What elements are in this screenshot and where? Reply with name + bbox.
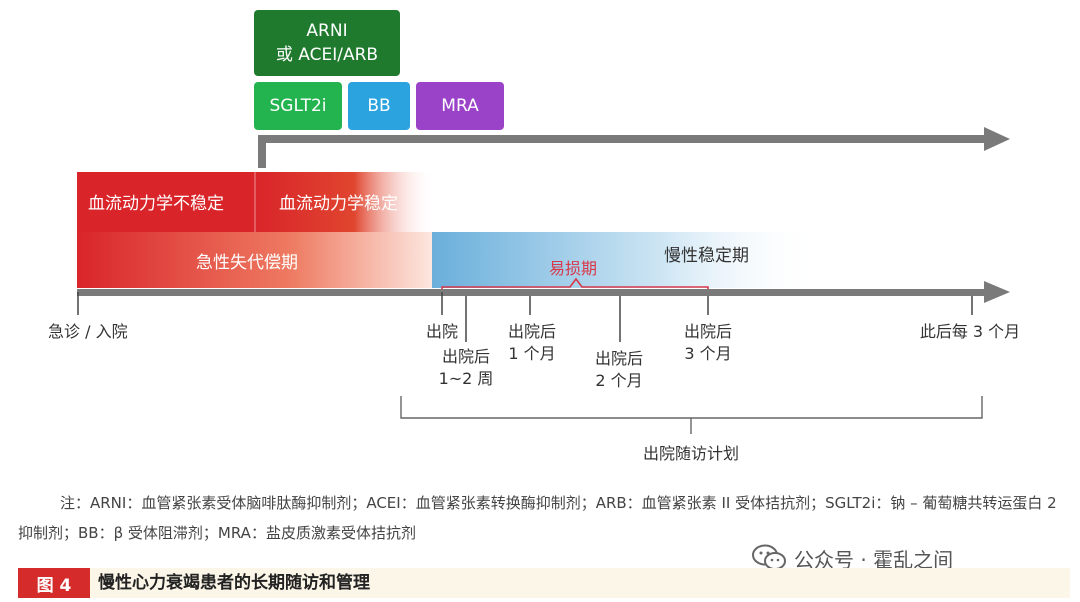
watermark-text: 公众号 · 霍乱之间 (794, 547, 954, 572)
mra-box: MRA (416, 82, 504, 130)
stable-label: 血流动力学稳定 (279, 194, 398, 214)
timeline-diagram (77, 127, 1010, 434)
watermark: 公众号 · 霍乱之间 (752, 540, 953, 576)
treatment-arrow (258, 127, 1010, 168)
bb-box: BB (348, 82, 410, 130)
unstable-label: 血流动力学不稳定 (88, 194, 224, 214)
label-discharge: 出院 (425, 322, 458, 341)
figure-title-bar: 图 4 慢性心力衰竭患者的长期随访和管理 (18, 568, 1070, 598)
sglt2i-box: SGLT2i (254, 82, 342, 130)
arni-box: ARNI 或 ACEI/ARB (254, 10, 400, 76)
label-m3: 出院后 3 个月 (683, 322, 732, 363)
chronic-label: 慢性稳定期 (664, 246, 749, 266)
label-every3: 此后每 3 个月 (919, 322, 1021, 341)
label-m1: 出院后 1 个月 (507, 322, 556, 363)
acute-label: 急性失代偿期 (196, 253, 298, 273)
label-er: 急诊 / 入院 (48, 322, 128, 341)
followup-plan-label: 出院随访计划 (642, 444, 739, 463)
followup-bracket (400, 396, 983, 434)
label-w12: 出院后 1~2 周 (438, 347, 494, 388)
footnote: 注：ARNI：血管紧张素受体脑啡肽酶抑制剂；ACEI：血管紧张素转换酶抑制剂；A… (18, 494, 1057, 542)
figure-tag: 图 4 (18, 568, 90, 598)
vulnerable-label: 易损期 (549, 259, 598, 278)
main-timeline-arrow (77, 281, 1010, 303)
acute-band (77, 232, 435, 288)
chronic-band (432, 232, 820, 288)
unstable-band (77, 172, 255, 232)
label-m2: 出院后 2 个月 (594, 349, 643, 390)
stable-band (255, 172, 435, 232)
vulnerable-bracket (441, 277, 709, 294)
figure-caption: 慢性心力衰竭患者的长期随访和管理 (98, 573, 370, 593)
